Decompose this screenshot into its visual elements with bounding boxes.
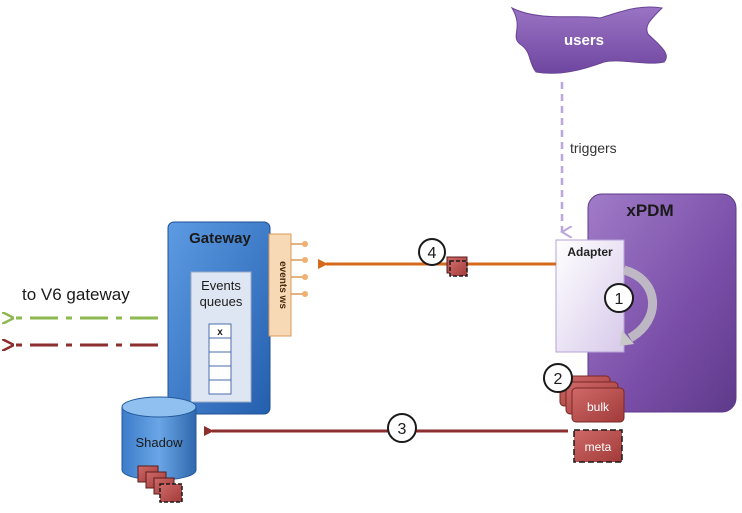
users-cloud: users [510,6,667,74]
step-2-label: 2 [554,371,563,388]
shadow-database: Shadow [121,396,197,481]
queue-cell [208,379,232,395]
to-v6-gateway-label: to V6 gateway [22,285,130,304]
step-3-label: 3 [398,421,407,438]
events-ws-port [268,233,292,337]
step-4-label: 4 [428,245,437,262]
shadow-packets [137,465,183,503]
queue-cell [208,337,232,353]
shadow-label: Shadow [136,435,184,450]
bulk-label: bulk [587,400,610,414]
queue-cell [208,351,232,367]
step-2-badge [543,363,573,393]
xpdm-label: xPDM [626,201,673,220]
events-ws-label: events ws [277,261,288,309]
cycle-arrow-icon [622,265,658,342]
cycle-arrowhead-icon [620,330,634,346]
events-queues-label-1: Events [201,278,241,293]
adapter-label: Adapter [567,245,613,259]
users-label: users [564,32,604,49]
gateway-label: Gateway [189,230,251,247]
queue-marker: x [217,327,223,338]
packet-event [446,256,468,277]
queue-stack: x [208,323,232,395]
step-1-badge [604,283,634,313]
events-ws-pins [291,241,308,297]
triggers-label: triggers [570,140,617,156]
meta-packet: meta [573,429,623,463]
queue-cell [208,365,232,381]
step-1-label: 1 [615,291,624,308]
meta-label: meta [585,440,612,454]
events-queues-label-2: queues [200,294,243,309]
step-3-badge [387,413,417,443]
bulk-stack: bulk [559,375,625,423]
step-4-badge [418,238,446,266]
